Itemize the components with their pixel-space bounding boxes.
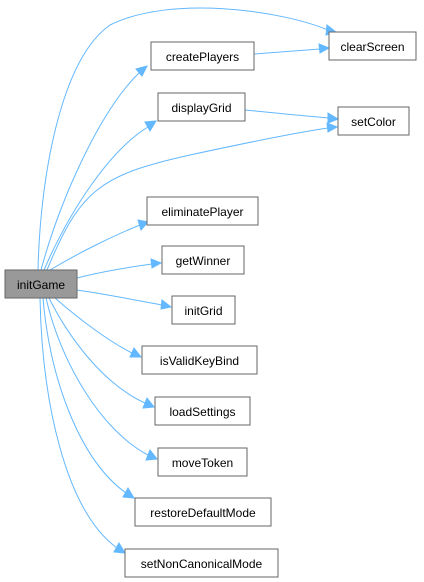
node-getwinner[interactable]: getWinner (161, 245, 245, 275)
node-label: restoreDefaultMode (150, 506, 256, 520)
edge-initGame-setNonCanonicalMode (39, 297, 126, 554)
edge-initGame-initGrid (76, 289, 173, 310)
edges (37, 7, 340, 554)
node-movetoken[interactable]: moveToken (157, 447, 248, 477)
edge-initGame-createPlayers (40, 65, 148, 271)
edge-createPlayers-clearScreen (253, 43, 331, 55)
edge-initGame-eliminatePlayer (49, 219, 149, 271)
node-loadsettings[interactable]: loadSettings (154, 396, 251, 426)
edge-initGame-isValidKeyBind (54, 297, 143, 358)
edge-initGame-setColor (46, 122, 339, 271)
node-setcolor[interactable]: setColor (337, 106, 410, 136)
node-displaygrid[interactable]: displayGrid (157, 92, 246, 122)
node-restoredefaultmode[interactable]: restoreDefaultMode (134, 497, 272, 527)
node-setnoncanonicalmode[interactable]: setNonCanonicalMode (124, 548, 279, 578)
node-label: eliminatePlayer (161, 205, 243, 219)
node-eliminateplayer[interactable]: eliminatePlayer (146, 196, 259, 226)
node-label: displayGrid (171, 101, 231, 115)
edge-initGame-getWinner (76, 258, 163, 279)
edge-initGame-restoreDefaultMode (42, 297, 135, 499)
node-label: clearScreen (340, 40, 404, 54)
node-label: setNonCanonicalMode (141, 557, 263, 571)
node-label: loadSettings (169, 405, 235, 419)
node-createplayers[interactable]: createPlayers (150, 41, 255, 71)
edge-initGame-loadSettings (48, 297, 155, 409)
node-label: moveToken (172, 456, 233, 470)
edge-initGame-moveToken (45, 297, 158, 461)
nodes: initGame createPlayers clearScreen displ… (4, 31, 417, 578)
node-label: initGrid (184, 304, 222, 318)
edge-initGame-displayGrid (43, 120, 157, 271)
node-label: initGame (17, 278, 65, 292)
node-clearscreen[interactable]: clearScreen (328, 31, 417, 61)
node-initgame[interactable]: initGame (4, 269, 78, 299)
node-label: getWinner (176, 254, 231, 268)
node-label: setColor (351, 115, 396, 129)
node-initgrid[interactable]: initGrid (171, 295, 236, 325)
node-label: createPlayers (166, 50, 239, 64)
node-isvalidkeybind[interactable]: isValidKeyBind (141, 345, 258, 375)
node-label: isValidKeyBind (160, 354, 239, 368)
edge-displayGrid-setColor (244, 109, 340, 124)
